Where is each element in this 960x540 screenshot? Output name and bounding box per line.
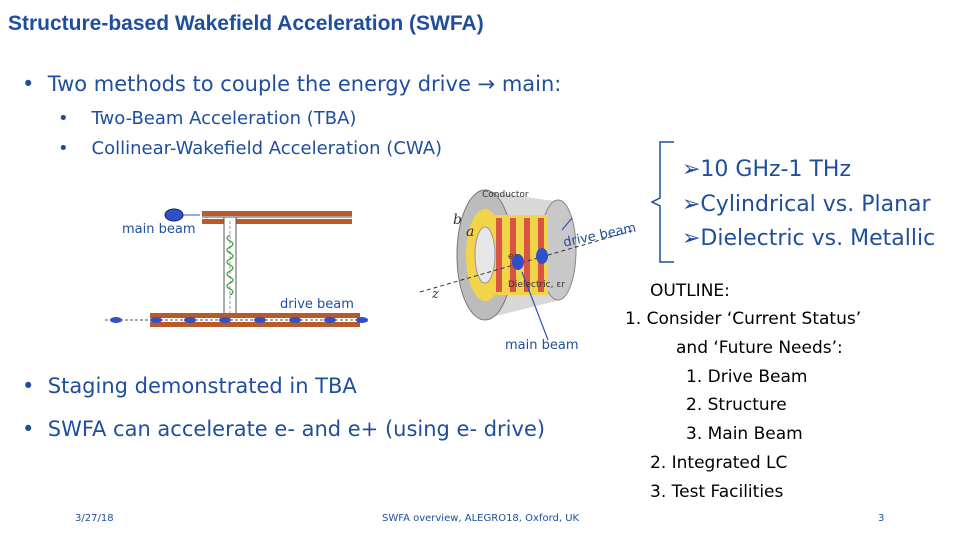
lower-bullet-accelerate: • SWFA can accelerate e- and e+ (using e…: [22, 417, 545, 441]
lower-bullet-staging: • Staging demonstrated in TBA: [22, 374, 357, 398]
outline-item: 3. Test Facilities: [650, 482, 784, 502]
bracket-icon: [650, 141, 674, 263]
rf-wave-icon: [226, 234, 234, 296]
bullet-main: • Two methods to couple the energy drive…: [22, 72, 561, 96]
right-item-geometry: ➢Cylindrical vs. Planar: [682, 192, 931, 217]
cwa-diagram: [419, 189, 636, 341]
electron-label: e⁻: [508, 252, 519, 262]
conductor-label: Conductor: [482, 190, 529, 200]
bullet-dot: •: [58, 108, 92, 129]
radius-b-label: b: [453, 212, 462, 228]
bullet-dot: •: [22, 374, 48, 398]
main-beam-bunch: [164, 208, 184, 222]
bullet-main-text: Two methods to couple the energy drive →…: [47, 72, 562, 96]
outline-subitem: 2. Structure: [686, 395, 787, 415]
sub-bullet-text: Two-Beam Acceleration (TBA): [91, 108, 357, 129]
tba-main-beam-label: main beam: [122, 222, 196, 237]
cwa-main-beam-label: main beam: [505, 338, 579, 353]
sub-bullet-text: Collinear-Wakefield Acceleration (CWA): [91, 138, 443, 159]
bullet-dot: •: [58, 138, 92, 159]
outline-item: and ‘Future Needs’:: [676, 338, 843, 358]
main-bunch: [512, 254, 524, 270]
sub-bullet-tba: • Two-Beam Acceleration (TBA): [58, 108, 356, 129]
outline-title: OUTLINE:: [650, 281, 730, 301]
tba-drive-beam-label: drive beam: [280, 297, 354, 312]
z-axis-label: z: [432, 287, 439, 302]
vacuum-channel: [474, 226, 496, 284]
outline-subitem: 3. Main Beam: [686, 424, 803, 444]
drive-bunch: [536, 248, 548, 264]
bullet-dot: •: [22, 72, 48, 96]
drive-beam-pointer: [561, 217, 573, 231]
dielectric-label: Dielectric, εr: [508, 280, 565, 290]
lower-bullet-text: Staging demonstrated in TBA: [47, 374, 357, 398]
outline-item: 1. Consider ‘Current Status’: [625, 309, 862, 329]
footer-page-number: 3: [878, 513, 885, 524]
tba-diagram: [105, 208, 370, 327]
right-item-frequency: ➢10 GHz-1 THz: [682, 157, 852, 182]
drive-beam-bunches: [110, 317, 368, 323]
radius-a-label: a: [466, 224, 475, 240]
bullet-dot: •: [22, 417, 48, 441]
footer-date: 3/27/18: [75, 513, 114, 524]
right-item-material: ➢Dielectric vs. Metallic: [682, 226, 936, 251]
sub-bullet-cwa: • Collinear-Wakefield Acceleration (CWA): [58, 138, 442, 159]
outline-subitem: 1. Drive Beam: [686, 367, 808, 387]
outline-item: 2. Integrated LC: [650, 453, 788, 473]
main-beam-pointer: [521, 271, 549, 341]
lower-bullet-text: SWFA can accelerate e- and e+ (using e- …: [47, 417, 546, 441]
footer-center: SWFA overview, ALEGRO18, Oxford, UK: [382, 513, 580, 524]
slide-title: Structure-based Wakefield Acceleration (…: [8, 12, 484, 35]
beam-axis: [419, 229, 636, 293]
